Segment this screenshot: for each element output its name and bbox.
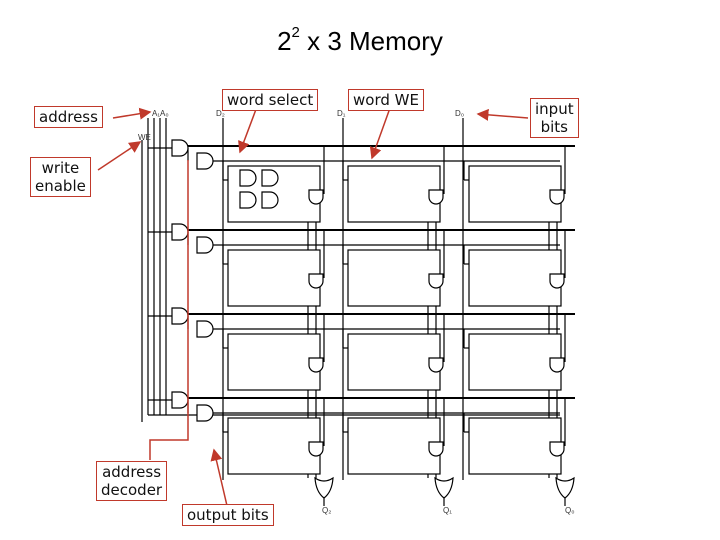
latch-gate-3 — [261, 191, 279, 209]
output-and-gate-2-1 — [428, 357, 444, 373]
label-address: address — [34, 106, 103, 128]
pin-label-q0: Q₀ — [565, 506, 575, 515]
label-output-bits: output bits — [182, 504, 274, 526]
decoder-bracket — [149, 160, 189, 460]
label-address-decoder: address decoder — [96, 461, 168, 501]
memory-cell-2-2 — [468, 333, 562, 391]
output-and-gate-0-2 — [549, 189, 565, 205]
annotation-arrow-6 — [210, 448, 229, 511]
label-write-enable: write enable — [30, 157, 91, 197]
memory-cell-1-2 — [468, 249, 562, 307]
memory-cell-0-2 — [468, 165, 562, 223]
write-and-gate-2 — [196, 320, 214, 338]
pin-label-we: WE — [138, 133, 151, 142]
output-and-gate-3-2 — [549, 441, 565, 457]
decoder-and-gate-3 — [171, 391, 189, 409]
pin-label-d0: D₀ — [455, 109, 464, 118]
pin-label-q2: Q₂ — [322, 506, 331, 515]
output-and-gate-2-2 — [549, 357, 565, 373]
output-or-gate-2 — [555, 476, 575, 499]
latch-gate-1 — [261, 169, 279, 187]
annotation-arrow-0 — [112, 107, 152, 120]
output-and-gate-2-0 — [308, 357, 324, 373]
memory-cell-2-1 — [347, 333, 441, 391]
latch-gate-0 — [239, 169, 257, 187]
output-and-gate-3-1 — [428, 441, 444, 457]
decoder-and-gate-1 — [171, 223, 189, 241]
pin-label-d1: D₁ — [337, 109, 346, 118]
memory-cell-2-0 — [227, 333, 321, 391]
output-or-gate-1 — [434, 476, 454, 499]
label-input-bits: input bits — [530, 98, 579, 138]
write-and-gate-1 — [196, 236, 214, 254]
output-and-gate-0-1 — [428, 189, 444, 205]
output-or-gate-0 — [314, 476, 334, 499]
annotation-arrow-4 — [476, 108, 529, 121]
memory-cell-0-1 — [347, 165, 441, 223]
decoder-and-gate-0 — [171, 139, 189, 157]
pin-label-d2: D₂ — [216, 109, 225, 118]
annotation-arrow-2 — [238, 103, 259, 154]
output-and-gate-1-2 — [549, 273, 565, 289]
decoder-and-gate-2 — [171, 307, 189, 325]
page-title: 22 x 3 Memory — [277, 24, 443, 56]
output-and-gate-1-0 — [308, 273, 324, 289]
latch-gate-2 — [239, 191, 257, 209]
memory-cell-3-0 — [227, 417, 321, 475]
annotation-arrow-3 — [369, 107, 391, 160]
write-and-gate-0 — [196, 152, 214, 170]
write-and-gate-3 — [196, 404, 214, 422]
label-word-select: word select — [222, 89, 319, 111]
memory-cell-3-2 — [468, 417, 562, 475]
label-word-we: word WE — [348, 89, 424, 111]
pin-label-q1: Q₁ — [443, 506, 452, 515]
memory-cell-1-0 — [227, 249, 321, 307]
pin-label-address: A₁A₀ — [152, 109, 169, 118]
output-and-gate-3-0 — [308, 441, 324, 457]
output-and-gate-0-0 — [308, 189, 324, 205]
annotation-arrow-1 — [97, 141, 142, 171]
memory-cell-3-1 — [347, 417, 441, 475]
output-and-gate-1-1 — [428, 273, 444, 289]
memory-cell-1-1 — [347, 249, 441, 307]
